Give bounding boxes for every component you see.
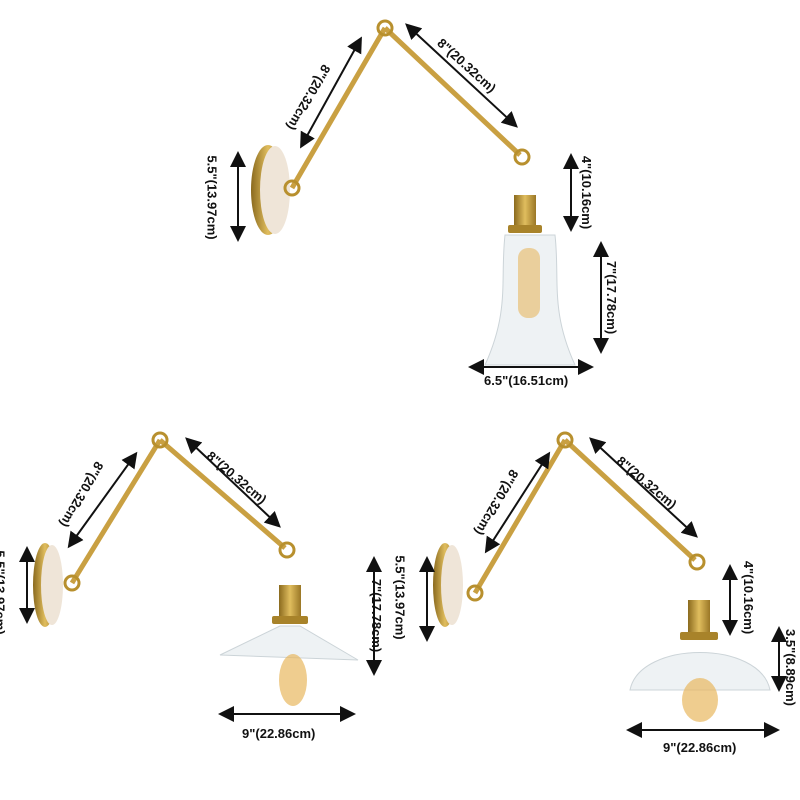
lamp2-shade-height-label: 7"(17.78cm) [369,578,385,653]
lamp3-backplate-label: 5.5"(13.97cm) [392,555,408,640]
lamp-bell-variant [230,19,609,375]
lamp3-socket-label: 4"(10.16cm) [741,560,757,635]
lamp1-shade-height-label: 7"(17.78cm) [604,260,620,335]
lamp-cone-variant [19,431,382,722]
lamp2-shade-width-label: 9"(22.86cm) [242,726,316,741]
lamp1-socket-label: 4"(10.16cm) [579,155,595,230]
lamp3-shade-width-label: 9"(22.86cm) [663,740,737,755]
lamp1-backplate-label: 5.5"(13.97cm) [204,155,220,240]
lamp2-backplate-label: 5.5"(13.97cm) [0,550,8,635]
lamp1-shade-width-label: 6.5"(16.51cm) [484,373,569,388]
lamp3-shade-height-label: 3.5"(8.89cm) [782,629,798,706]
lamp-ribbed-dome-variant [419,431,787,738]
